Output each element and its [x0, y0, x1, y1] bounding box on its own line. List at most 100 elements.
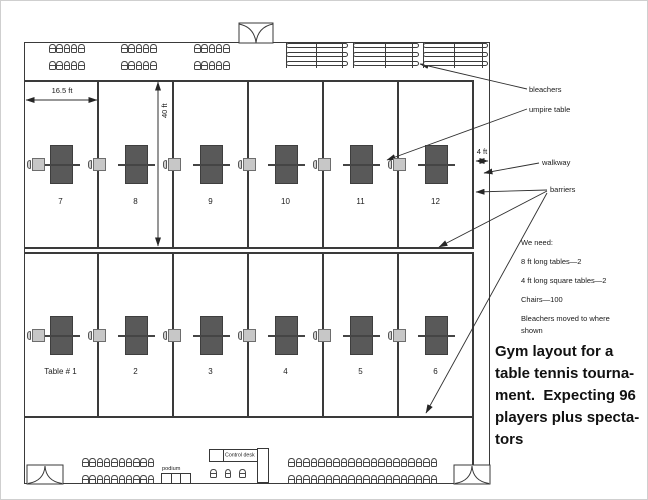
- bleacher-line: [454, 43, 455, 68]
- control-desk: Control desk: [209, 449, 258, 462]
- table-net-line: [193, 164, 230, 166]
- chair-icon: [295, 475, 303, 484]
- umpire-table-marker: [242, 329, 256, 342]
- chair-icon: [147, 475, 155, 484]
- bleacher-section: [353, 43, 419, 68]
- chair-icon: [288, 458, 295, 467]
- bleacher-line: [482, 43, 483, 68]
- chair-icon: [128, 61, 135, 70]
- chair-icon: [333, 458, 340, 467]
- umpire-chair-icon: [387, 331, 392, 340]
- court-height-dimension-label: 40 ft: [160, 103, 169, 118]
- chair-icon: [96, 458, 104, 467]
- chair-icon: [310, 458, 318, 467]
- podium-section: [181, 474, 190, 483]
- chair-icon: [363, 475, 370, 484]
- bleacher-section: [286, 43, 348, 68]
- chair-icon: [142, 61, 150, 70]
- chair-icon: [111, 475, 118, 484]
- chair-icon: [400, 475, 408, 484]
- table-net-line: [268, 335, 305, 337]
- bleacher-slat: [286, 52, 348, 58]
- umpire-chair-icon: [26, 160, 31, 169]
- control-desk-side-table: [257, 448, 269, 483]
- chair-icon: [208, 44, 216, 53]
- umpire-chair-icon: [312, 331, 317, 340]
- umpire-table-marker: [317, 329, 331, 342]
- chair-icon: [70, 44, 78, 53]
- chair-icon: [78, 44, 85, 53]
- chair-icon: [378, 475, 385, 484]
- chair-icon: [400, 458, 408, 467]
- chair-icon: [208, 61, 216, 70]
- walkway-width-dimension-label: 4 ft: [476, 147, 488, 156]
- chair-icon: [415, 458, 423, 467]
- chair-icon: [201, 44, 208, 53]
- bleacher-line: [353, 43, 354, 68]
- chair-icon: [133, 475, 140, 484]
- bleacher-slat: [286, 61, 348, 67]
- table-net-line: [418, 164, 455, 166]
- chair-icon: [210, 469, 217, 478]
- chair-icon: [194, 44, 201, 53]
- chair-icon: [318, 458, 325, 467]
- table-net-line: [43, 335, 80, 337]
- chair-icon: [135, 44, 143, 53]
- chair-icon: [223, 61, 230, 70]
- umpire-table-marker: [92, 158, 106, 171]
- umpire-chair-icon: [387, 160, 392, 169]
- chair-icon: [340, 475, 348, 484]
- chair-icon: [82, 458, 89, 467]
- umpire-table-marker: [92, 329, 106, 342]
- chair-icon: [385, 475, 393, 484]
- umpire-chair-icon: [26, 331, 31, 340]
- table-net-line: [118, 335, 155, 337]
- bleacher-line: [385, 43, 386, 68]
- chair-icon: [49, 44, 56, 53]
- requirement-item: Bleachers moved to where shown: [521, 314, 610, 335]
- bleacher-slat: [423, 43, 488, 49]
- umpire-table-marker: [31, 158, 45, 171]
- bleacher-section: [423, 43, 488, 68]
- chair-icon: [63, 44, 71, 53]
- chair-icon: [295, 458, 303, 467]
- podium-label: podium: [162, 465, 181, 472]
- chair-icon: [408, 475, 415, 484]
- chair-icon: [393, 475, 400, 484]
- table-net-line: [418, 335, 455, 337]
- chair-icon: [408, 458, 415, 467]
- walkway-barrier-extension: [472, 418, 474, 465]
- chair-icon: [128, 44, 135, 53]
- double-door-top-icon: [238, 22, 274, 44]
- chair-icon: [325, 458, 333, 467]
- diagram-title-line: table tennis tourna-: [495, 365, 635, 382]
- bleacher-line: [423, 43, 424, 68]
- chair-icon: [125, 475, 133, 484]
- chair-icon: [363, 458, 370, 467]
- chair-icon: [201, 61, 208, 70]
- chair-icon: [340, 458, 348, 467]
- chair-icon: [348, 475, 355, 484]
- umpire-table-callout-label: umpire table: [529, 105, 571, 114]
- bleacher-slat: [353, 52, 419, 58]
- bleacher-line: [316, 43, 317, 68]
- bleacher-line: [342, 43, 343, 68]
- umpire-chair-icon: [312, 160, 317, 169]
- podium: [161, 473, 191, 484]
- chair-icon: [150, 44, 157, 53]
- requirements-title: We need:: [521, 238, 553, 247]
- chair-icon: [423, 475, 430, 484]
- chair-icon: [348, 458, 355, 467]
- court-label: 10: [281, 197, 290, 206]
- court-label: 8: [133, 197, 138, 206]
- chair-icon: [318, 475, 325, 484]
- chair-icon: [393, 458, 400, 467]
- chair-icon: [355, 475, 363, 484]
- chair-icon: [325, 475, 333, 484]
- umpire-chair-icon: [237, 160, 242, 169]
- chair-icon: [49, 61, 56, 70]
- umpire-table-marker: [167, 158, 181, 171]
- court-label: 7: [58, 197, 63, 206]
- diagram-title-line: players plus specta-: [495, 409, 640, 426]
